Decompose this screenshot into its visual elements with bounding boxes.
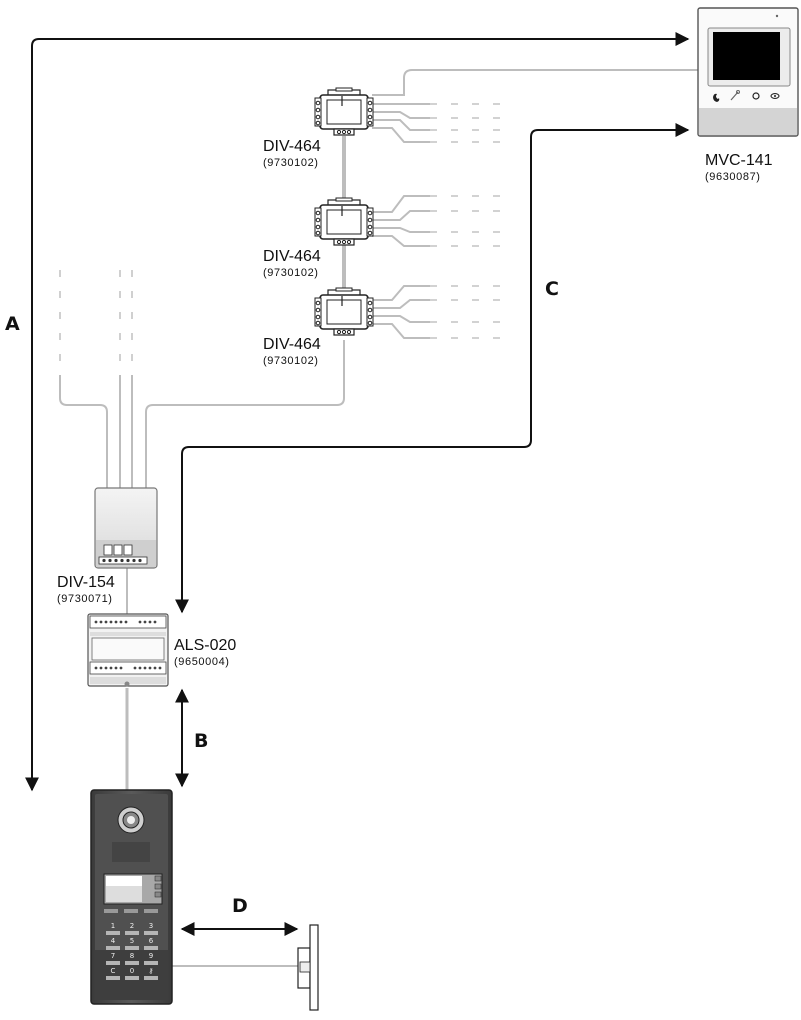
distributor-outlets-3: [372, 285, 500, 339]
power-supply-code: (9730071): [57, 593, 113, 605]
keypad-key[interactable]: 2: [125, 922, 139, 935]
keypad-key-label: 0: [130, 967, 134, 975]
cable-riser-left: [59, 375, 108, 488]
distributor-device-2: [314, 197, 374, 246]
keypad-key[interactable]: 6: [144, 937, 158, 950]
keypad-key[interactable]: 8: [125, 952, 139, 965]
keypad-key[interactable]: 0: [125, 967, 139, 980]
keypad-key[interactable]: 7: [106, 952, 120, 965]
distance-label-c: C: [545, 278, 559, 300]
key-icon: [730, 90, 740, 101]
keypad-key-bar: [125, 946, 139, 950]
monitor-device: [697, 7, 799, 137]
keypad: 1 2 3 4 5 6 7 8 9C 0 ⚷: [106, 922, 158, 980]
keypad-key-bar: [125, 961, 139, 965]
keypad-key[interactable]: 5: [125, 937, 139, 950]
power-supply-device: [94, 487, 158, 569]
keypad-key-bar: [144, 976, 158, 980]
distributor-1-code: (9730102): [263, 157, 319, 169]
keypad-key-bar: [106, 931, 120, 935]
distance-label-d: D: [232, 895, 248, 917]
keypad-key-label: 2: [130, 922, 134, 930]
distance-label-a: A: [5, 313, 20, 335]
distributor-3-model: DIV-464: [263, 336, 321, 353]
audio-video-device: [87, 613, 169, 687]
distributor-1-model: DIV-464: [263, 138, 321, 155]
handset-icon: [713, 93, 720, 102]
keypad-key-label: 8: [130, 952, 134, 960]
keypad-key[interactable]: 3: [144, 922, 158, 935]
door-lock-device: [297, 924, 319, 1011]
arrow-c: [175, 123, 690, 614]
keypad-key-bar: [144, 946, 158, 950]
camera-icon: [117, 806, 145, 834]
arrow-a: [25, 32, 690, 792]
distance-label-b: B: [194, 730, 208, 752]
keypad-key-label: 7: [111, 952, 115, 960]
keypad-key-label: 9: [149, 952, 153, 960]
distributor-2-code: (9730102): [263, 267, 319, 279]
keypad-key-label: 3: [149, 922, 153, 930]
distributor-outlets-1: [372, 103, 500, 143]
keypad-key-bar: [125, 931, 139, 935]
distributor-3-code: (9730102): [263, 355, 319, 367]
keypad-key-label: ⚷: [148, 967, 153, 975]
keypad-key[interactable]: ⚷: [144, 967, 158, 980]
power-supply-model: DIV-154: [57, 574, 115, 591]
cable-monitor-riser: [372, 69, 698, 96]
distance-arrows: [25, 32, 690, 936]
circle-icon: [752, 92, 760, 100]
keypad-key-bar: [106, 976, 120, 980]
keypad-key-bar: [144, 961, 158, 965]
keypad-key-bar: [106, 946, 120, 950]
eye-icon: [770, 93, 780, 99]
keypad-key-label: 5: [130, 937, 134, 945]
speaker-grille: [112, 842, 150, 862]
audio-video-model: ALS-020: [174, 637, 236, 654]
keypad-key-label: 4: [111, 937, 116, 945]
audio-video-code: (9650004): [174, 656, 230, 668]
distributor-2-model: DIV-464: [263, 248, 321, 265]
keypad-key[interactable]: 1: [106, 922, 120, 935]
monitor-code: (9630087): [705, 171, 761, 183]
distributor-device-1: [314, 87, 374, 136]
keypad-key-bar: [144, 931, 158, 935]
distributor-outlets-2: [372, 195, 500, 247]
keypad-key[interactable]: C: [106, 967, 120, 980]
monitor-model: MVC-141: [705, 152, 773, 169]
keypad-key-label: 1: [111, 922, 115, 930]
keypad-key-label: 6: [149, 937, 154, 945]
keypad-key-bar: [106, 961, 120, 965]
keypad-key[interactable]: 4: [106, 937, 120, 950]
keypad-key-bar: [125, 976, 139, 980]
distributor-device-3: [314, 287, 374, 336]
keypad-key-label: C: [111, 967, 116, 975]
keypad-key[interactable]: 9: [144, 952, 158, 965]
